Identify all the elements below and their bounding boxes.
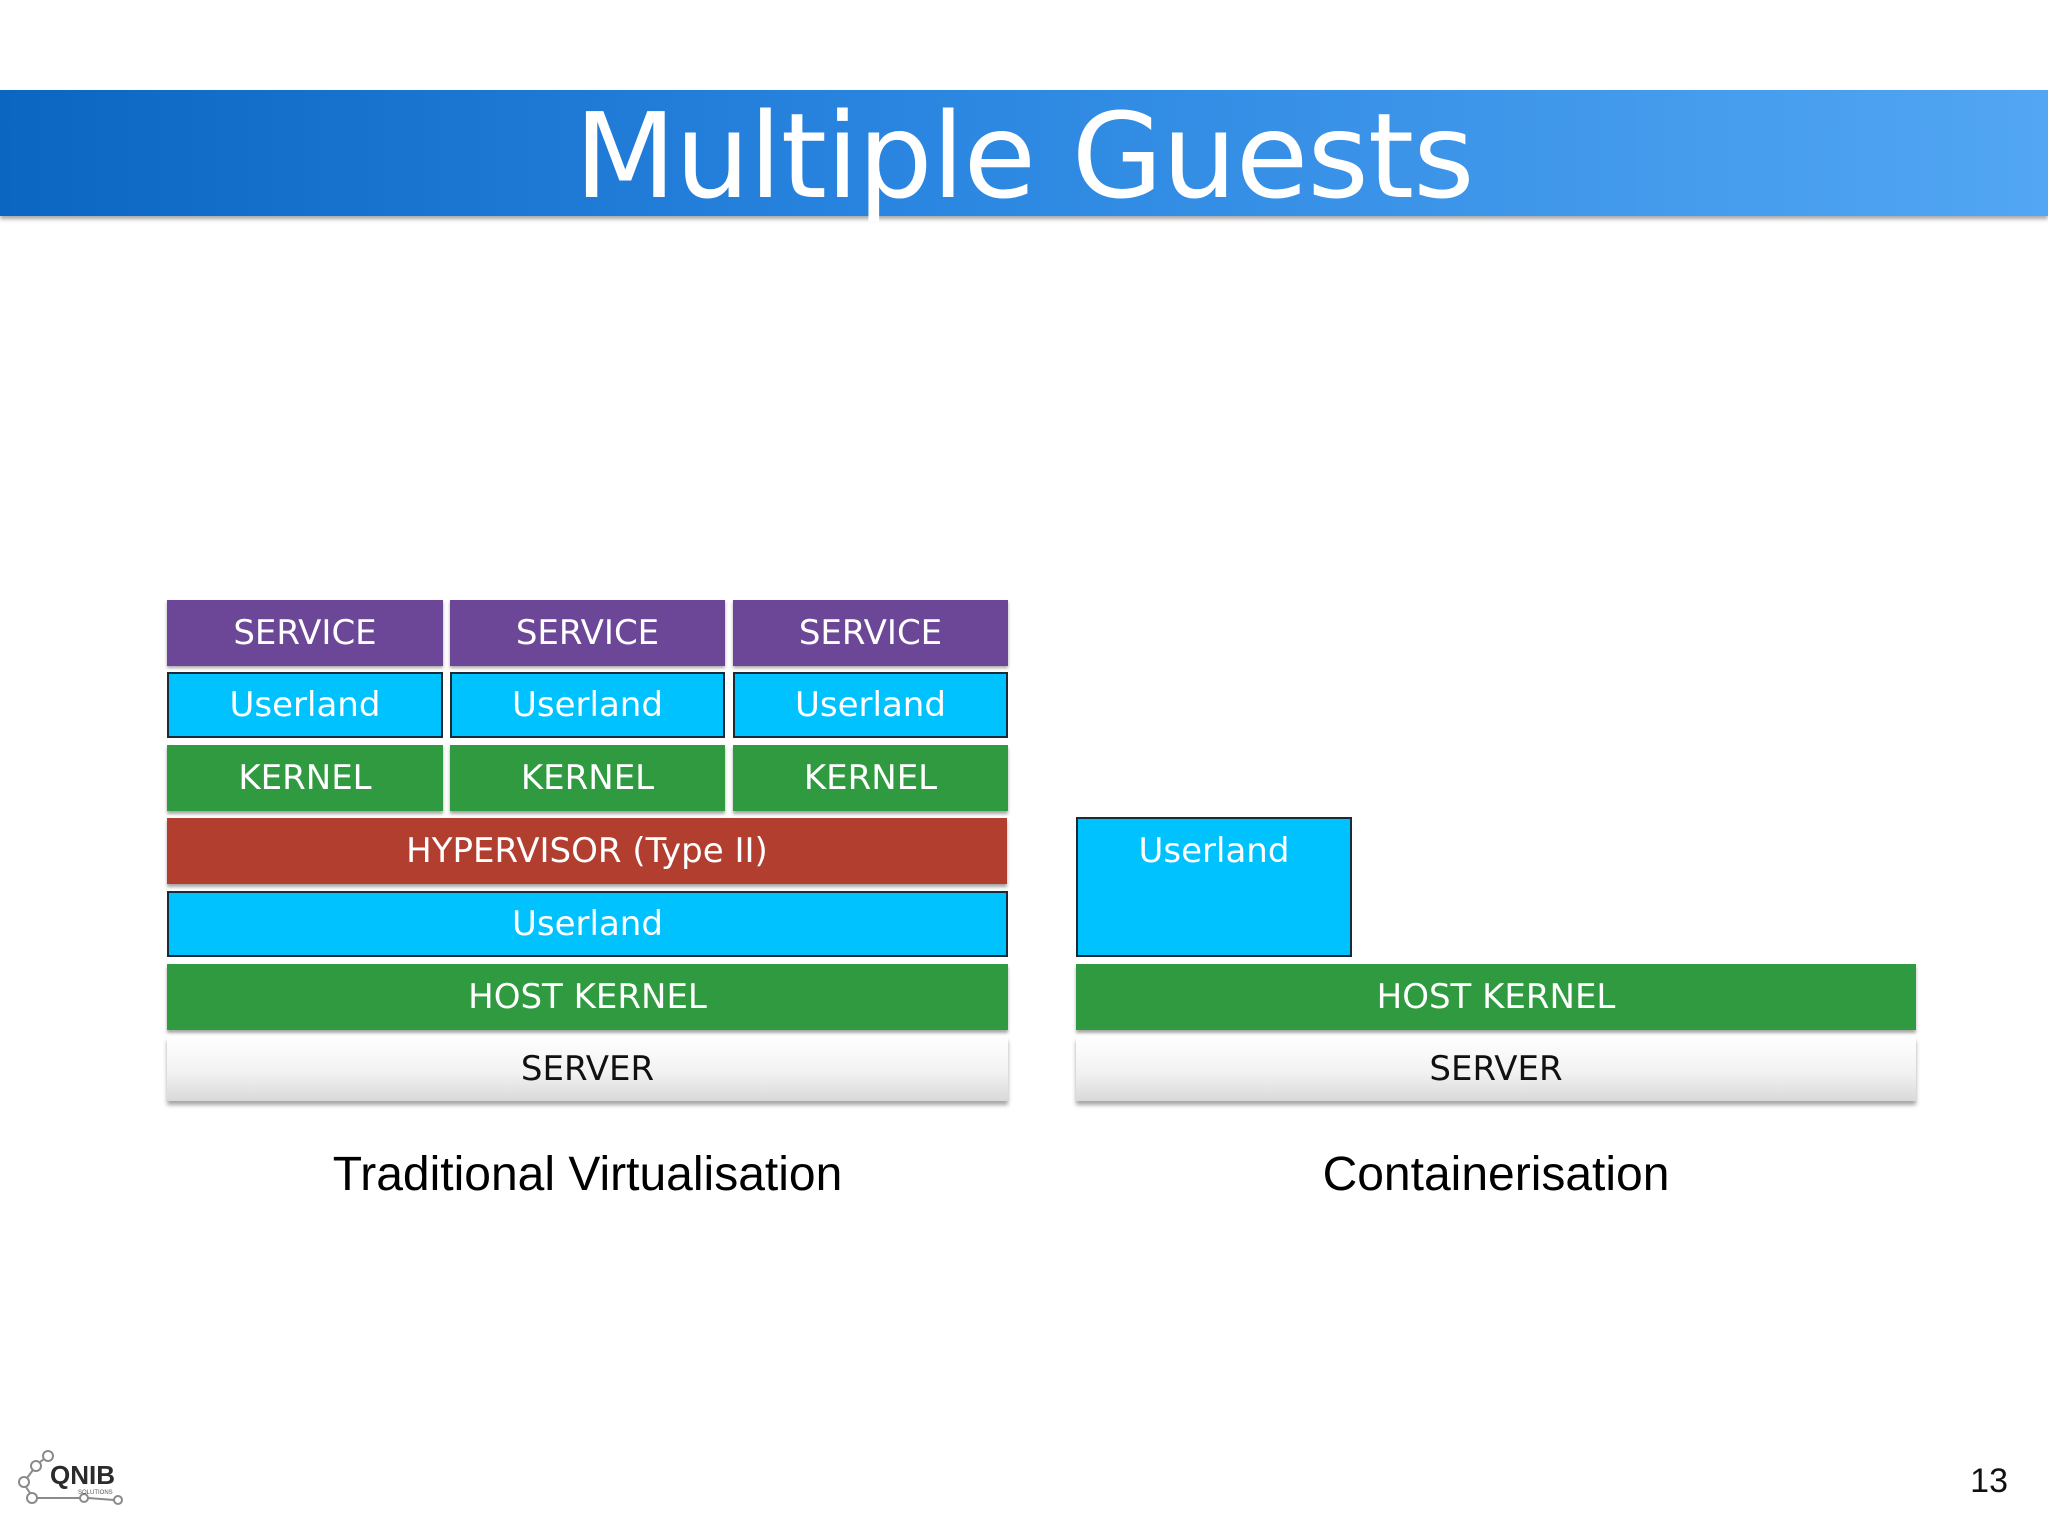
host-kernel-block: HOST KERNEL [167,964,1008,1030]
server-block: SERVER [167,1037,1008,1101]
title-bar [0,90,2048,216]
container-userland-block: Userland [1076,817,1352,957]
guest-1-service-block: SERVICE [167,600,443,666]
guest-2-kernel-block: KERNEL [450,745,725,811]
guest-1-userland-block: Userland [167,672,443,738]
logo-text: QNIB [50,1460,115,1490]
guest-1-kernel-block: KERNEL [167,745,443,811]
page-number: 13 [1970,1462,2008,1500]
containerisation-caption: Containerisation [1322,1148,1670,1201]
guest-2-userland-block: Userland [450,672,725,738]
logo-subtext: SOLUTIONS [78,1490,113,1496]
traditional-virtualisation-caption: Traditional Virtualisation [332,1148,843,1201]
container-host-kernel-block: HOST KERNEL [1076,964,1916,1030]
guest-3-kernel-block: KERNEL [733,745,1008,811]
slide-title: Multiple Guests [574,87,1474,225]
guest-2-service-block: SERVICE [450,600,725,666]
host-userland-block: Userland [167,891,1008,957]
container-server-block: SERVER [1076,1037,1916,1101]
guest-3-userland-block: Userland [733,672,1008,738]
qnib-logo: QNIB SOLUTIONS [14,1448,138,1508]
hypervisor-block: HYPERVISOR (Type II) [167,818,1007,884]
guest-3-service-block: SERVICE [733,600,1008,666]
molecule-icon: QNIB SOLUTIONS [18,1450,123,1505]
